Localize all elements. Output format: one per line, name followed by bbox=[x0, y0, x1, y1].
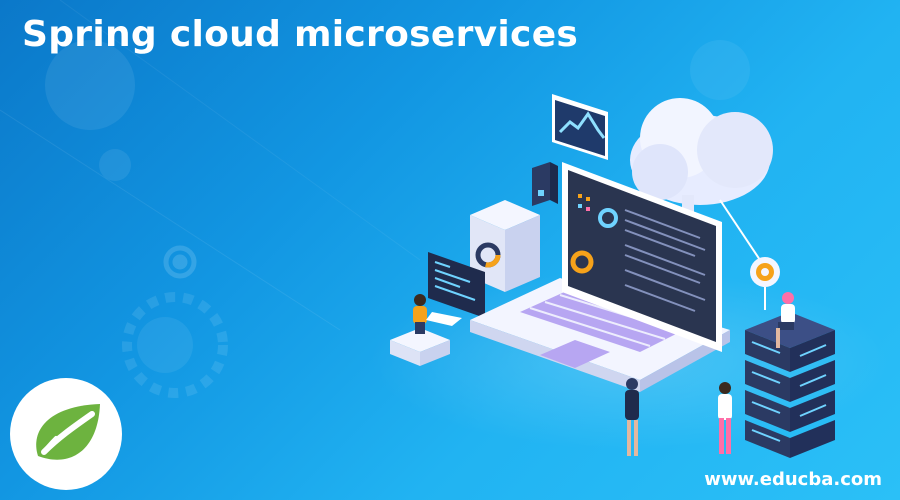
chart-window-icon bbox=[552, 94, 608, 160]
bubble bbox=[45, 40, 135, 130]
spring-logo bbox=[10, 378, 122, 490]
bg-gear-icon bbox=[163, 245, 197, 279]
server-stack-icon bbox=[745, 312, 835, 458]
bg-gear-large-icon bbox=[122, 292, 228, 398]
website-url[interactable]: www.educba.com bbox=[704, 469, 882, 490]
bubble bbox=[137, 317, 193, 373]
bubble bbox=[690, 40, 750, 100]
code-window-icon bbox=[428, 252, 485, 318]
server-cube-icon bbox=[470, 200, 540, 292]
gear-icon bbox=[750, 257, 780, 310]
person-icon bbox=[776, 292, 795, 348]
page-title: Spring cloud microservices bbox=[22, 14, 579, 55]
device-icon bbox=[532, 162, 558, 206]
spring-leaf-icon bbox=[36, 404, 100, 460]
person-icon bbox=[390, 294, 462, 366]
cloud-icon bbox=[630, 98, 773, 261]
laptop-icon bbox=[470, 162, 730, 392]
person-icon bbox=[625, 378, 639, 456]
bubble bbox=[99, 149, 131, 181]
person-icon bbox=[718, 382, 732, 454]
